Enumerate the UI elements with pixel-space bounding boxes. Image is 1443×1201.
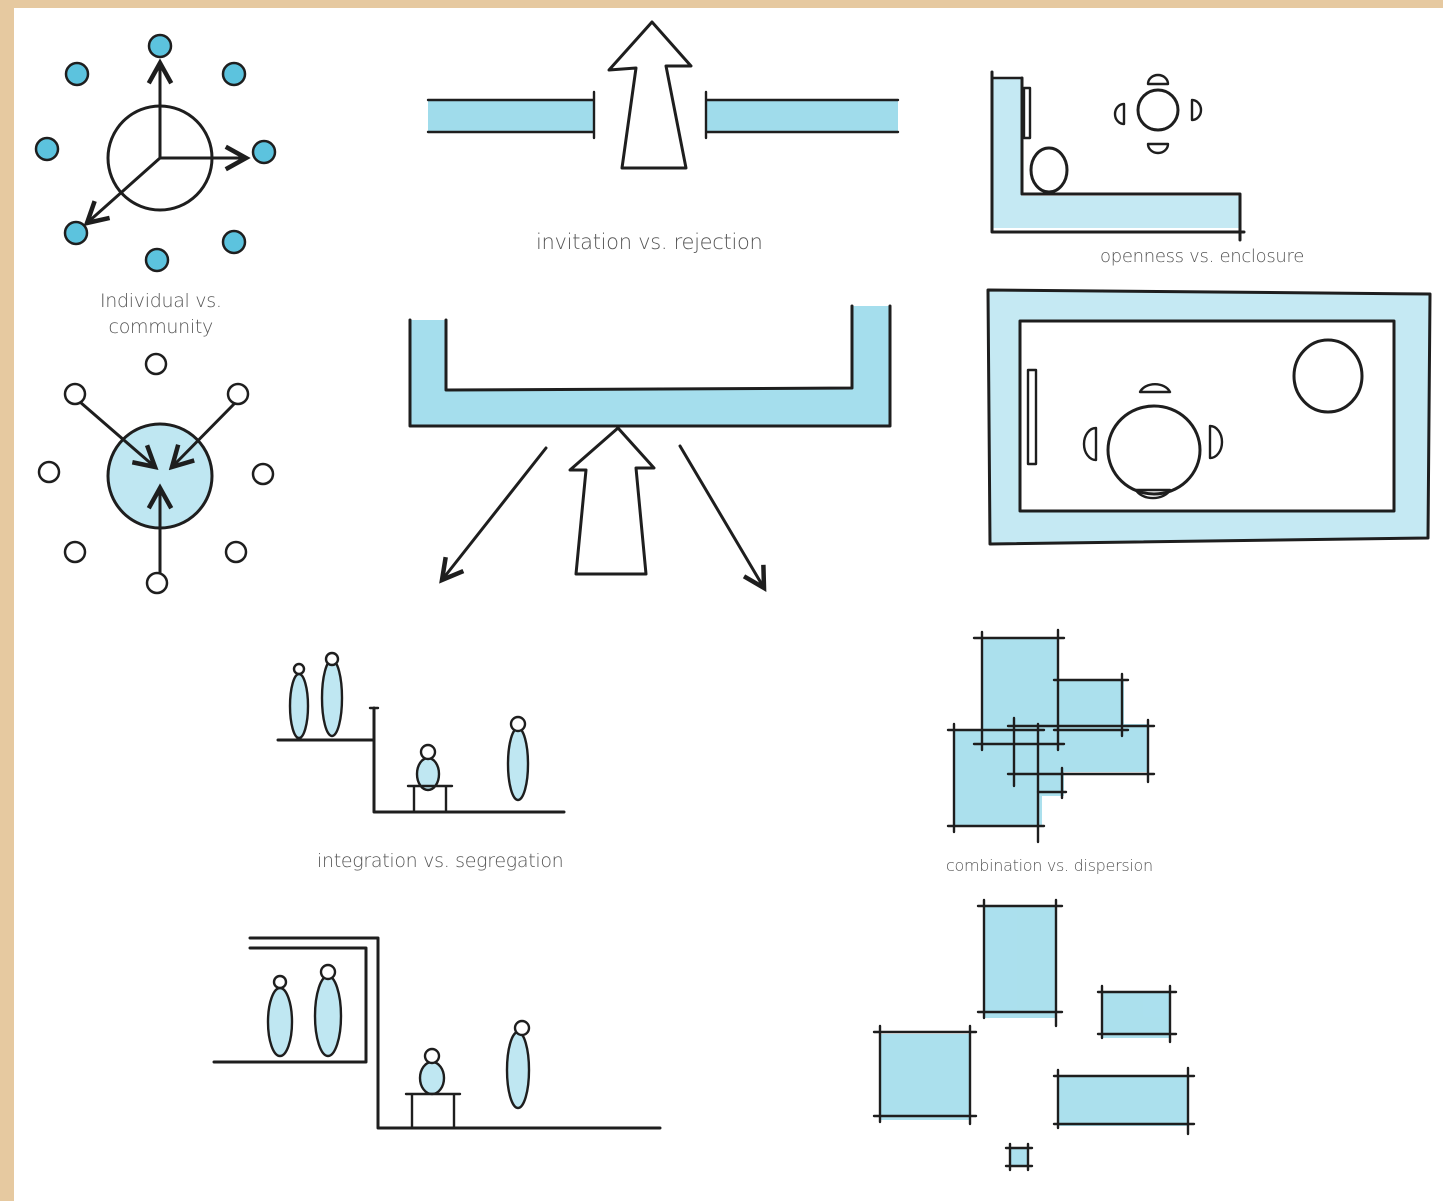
integration-diagram	[276, 651, 566, 814]
label-individual-line2: community	[108, 316, 214, 338]
enclosure-diagram	[986, 288, 1432, 546]
rejection-diagram	[408, 304, 892, 588]
segregation-diagram	[212, 936, 662, 1130]
community-diagram	[37, 352, 275, 595]
individual-diagram	[34, 33, 277, 273]
invitation-diagram	[426, 20, 900, 170]
diagram-canvas: Individual vs. community invitation vs. …	[14, 8, 1443, 1201]
label-invitation-rejection: invitation vs. rejection	[536, 230, 763, 254]
label-integration-segregation: integration vs. segregation	[317, 850, 564, 872]
label-openness-enclosure: openness vs. enclosure	[1100, 246, 1305, 267]
openness-diagram	[990, 70, 1246, 242]
combination-diagram	[946, 628, 1156, 844]
label-individual-line1: Individual vs.	[100, 290, 222, 312]
diagram-drawing	[34, 20, 1432, 1172]
label-individual-community: Individual vs. community	[100, 288, 222, 340]
dispersion-diagram	[872, 898, 1196, 1172]
label-combination-dispersion: combination vs. dispersion	[946, 856, 1153, 875]
